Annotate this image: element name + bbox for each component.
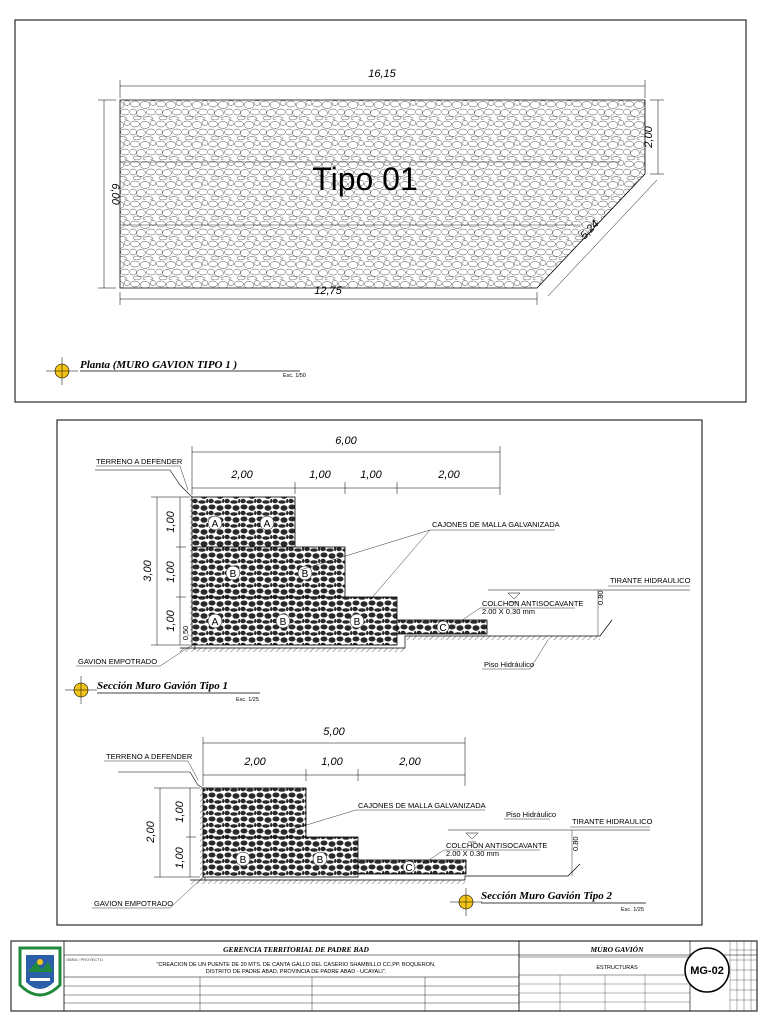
section1-note-cajones: CAJONES DE MALLA GALVANIZADA: [432, 520, 560, 529]
section2-note-gavion: GAVION EMPOTRADO: [94, 899, 173, 908]
plan-frame: [14, 19, 747, 403]
section2-title: Sección Muro Gavión Tipo 2: [481, 890, 612, 902]
section2-note-colchon-dim: 2.00 X 0.30 mm: [446, 849, 499, 858]
box-label: B: [354, 617, 361, 628]
section1-dim-row: 1,00: [165, 560, 177, 582]
plan-dim-diagonal-line: [547, 179, 658, 297]
section2-dim-total: 5,00: [323, 726, 345, 738]
tb-sheet-title: MURO GAVIÓN: [590, 944, 645, 954]
plan-title-block: Planta (MURO GAVION TIPO 1 ) Esc. 1/50: [46, 357, 306, 385]
section1-note-colchon: COLCHON ANTISOCAVANTE: [482, 599, 583, 608]
section2-gabion-row-bottom: [202, 836, 359, 878]
section1-dim: 2,00: [230, 469, 253, 481]
box-label: A: [264, 519, 271, 530]
section1-dim: 2,00: [437, 469, 460, 481]
box-label: B: [230, 569, 237, 580]
section2-dim: 2,00: [243, 756, 266, 768]
section1-note-gavion: GAVION EMPOTRADO: [78, 657, 157, 666]
section1-dim-small: 0,50: [181, 626, 190, 641]
box-label: B: [280, 617, 287, 628]
section2-scale: Esc. 1/25: [621, 907, 644, 913]
box-label: B: [317, 855, 324, 866]
section1-dim-row: 1,00: [165, 510, 177, 532]
plan-dim-top: 16,15: [368, 68, 396, 80]
section2-title-block: Sección Muro Gavión Tipo 2 Esc. 1/25: [450, 888, 646, 916]
tb-sheet-code: MG-02: [690, 965, 724, 977]
box-label: C: [405, 863, 412, 874]
section1-note-terreno: TERRENO A DEFENDER: [96, 457, 183, 466]
section2-note-colchon: COLCHON ANTISOCAVANTE: [446, 841, 547, 850]
plan-scale: Esc. 1/50: [283, 373, 306, 379]
section2-dim-row: 1,00: [174, 800, 186, 822]
plan-title: Planta (MURO GAVION TIPO 1 ): [80, 359, 237, 371]
plan-dim-left: 6,00: [109, 183, 121, 205]
section1-scale: Esc. 1/25: [236, 697, 259, 703]
plan-type-label: Tipo 01: [312, 161, 418, 197]
section1-note-tirante: TIRANTE HIDRAULICO: [610, 576, 691, 585]
section1-dim-height: 3,00: [142, 559, 154, 581]
section2-dim-height: 2,00: [145, 820, 157, 843]
tb-org: GERENCIA TERRITORIAL DE PADRE BAD: [223, 945, 369, 954]
section2-note-tirante: TIRANTE HIDRAULICO: [572, 817, 653, 826]
section2-depth: 0.80: [571, 836, 580, 851]
tb-project-label: OBRA / PROYECTO: [66, 957, 103, 962]
sections-frame: [56, 419, 703, 926]
section2-note-piso: Piso Hidráulico: [506, 810, 556, 819]
section1-dim: 1,00: [360, 469, 382, 481]
plan-wall-area: [119, 99, 646, 289]
section2-note-cajones: CAJONES DE MALLA GALVANIZADA: [358, 801, 486, 810]
section1-gabion-row-top: [191, 496, 296, 548]
box-label: A: [212, 617, 219, 628]
section1-title-block: Sección Muro Gavión Tipo 1 Esc. 1/25: [65, 676, 260, 704]
tb-specialty: ESTRUCTURAS: [596, 965, 638, 971]
section1-dim: 1,00: [309, 469, 331, 481]
section2-note-terreno: TERRENO A DEFENDER: [106, 752, 193, 761]
section2-box-labels: B B C: [235, 851, 416, 874]
box-label: A: [212, 519, 219, 530]
plan-dim-right: 2,00: [643, 125, 655, 148]
section1-gabion-row-mid: [191, 546, 346, 598]
section1-note-piso: Piso Hidráulico: [484, 660, 534, 669]
tb-project-line2: DISTRITO DE PADRE ABAD, PROVINCIA DE PAD…: [206, 969, 387, 975]
section1-dim-total: 6,00: [335, 435, 357, 447]
section2-dim: 2,00: [398, 756, 421, 768]
section2-view: B B C 0.80 5,00 2,00 1,00 2,00 2,00 1,00: [92, 726, 653, 909]
plan-view: 16,15 12,75 6,00 2,00 5,24 Tipo 01: [98, 68, 664, 305]
logo-icon: [18, 946, 62, 997]
section1-gabion-row-bottom: [191, 596, 398, 646]
tb-project-line1: "CREACION DE UN PUENTE DE 20 MTS. DE CAN…: [156, 962, 436, 968]
section2-gabion-row-top: [202, 787, 307, 838]
section2-dim-row: 1,00: [174, 846, 186, 868]
tb-sheet-code-badge: [684, 947, 730, 993]
box-label: B: [302, 569, 309, 580]
section1-depth: 0.80: [596, 590, 605, 605]
section1-title: Sección Muro Gavión Tipo 1: [97, 680, 228, 692]
section1-box-labels: A A B B A B B C: [207, 515, 450, 634]
box-label: B: [240, 855, 247, 866]
box-label: C: [439, 623, 446, 634]
title-block: GERENCIA TERRITORIAL DE PADRE BAD OBRA /…: [10, 940, 758, 1012]
section2-dim: 1,00: [321, 756, 343, 768]
section1-view: A A B B A B B C 0.80 6,00: [76, 435, 691, 670]
section1-note-colchon-dim: 2.00 X 0.30 mm: [482, 607, 535, 616]
plan-dim-bottom: 12,75: [314, 285, 342, 297]
section1-dim-row: 1,00: [165, 609, 177, 631]
